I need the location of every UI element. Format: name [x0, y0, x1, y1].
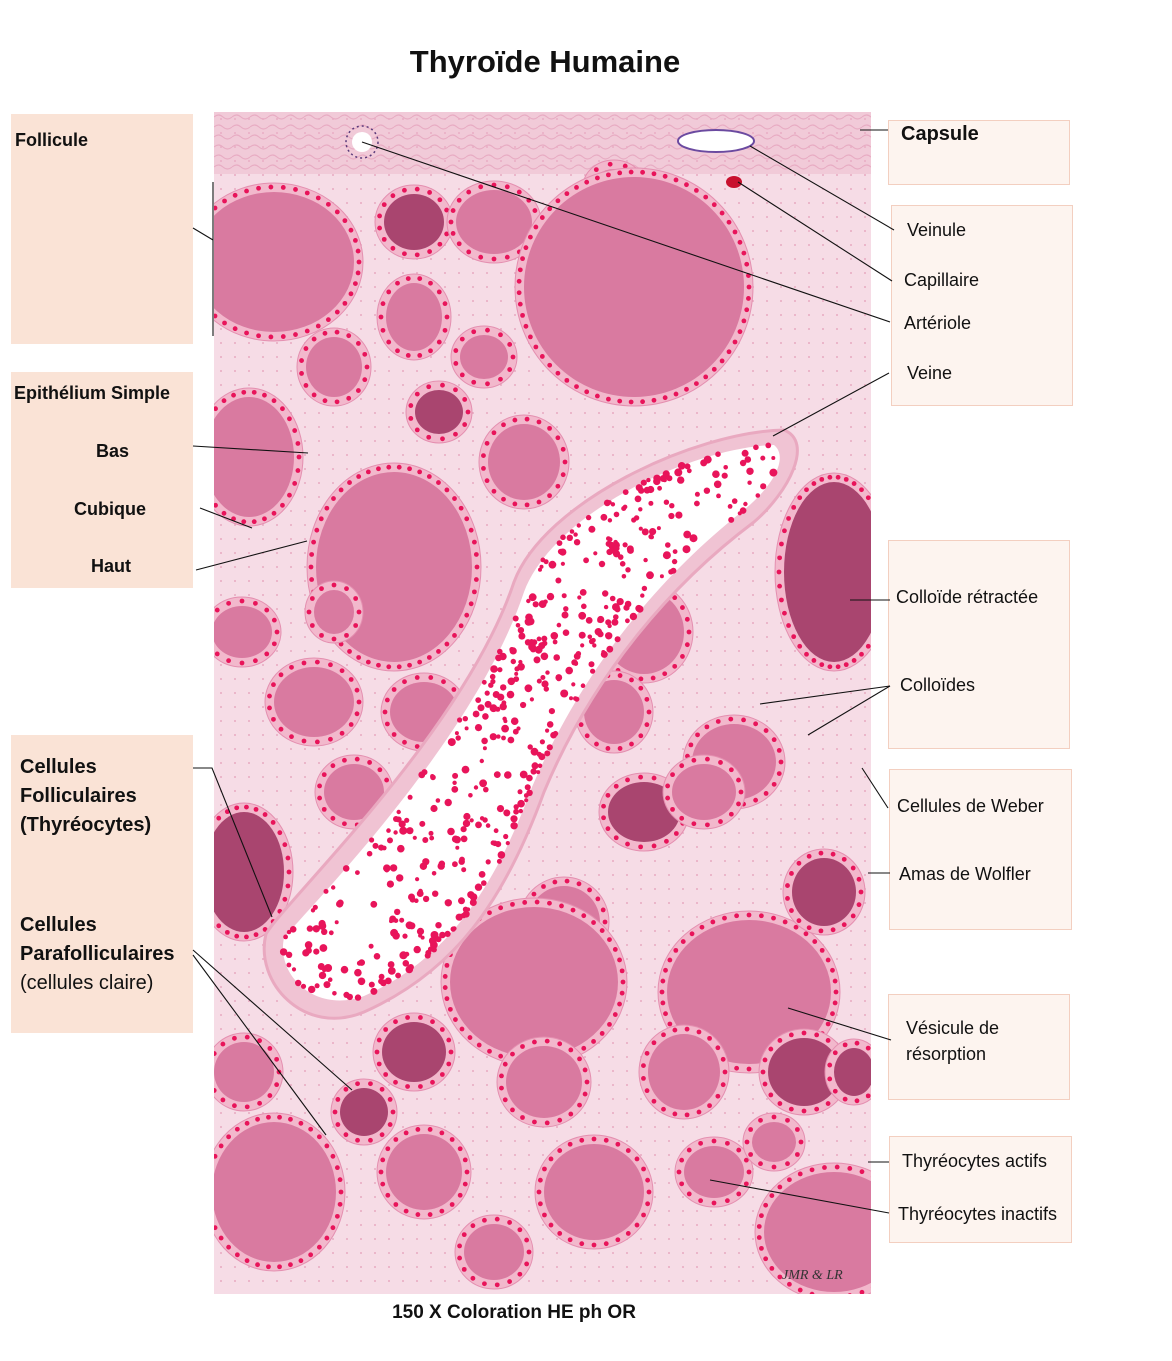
- label-epithelium-simple: Epithélium Simple: [14, 383, 171, 403]
- label-veine: Veine: [907, 363, 953, 383]
- capillaire: [726, 176, 742, 188]
- label-vesicule-2: résorption: [906, 1044, 987, 1064]
- weber-box: [889, 769, 1072, 930]
- thyroid-tissue-illustration: [214, 112, 871, 1294]
- label-thyreocytes-actifs: Thyréocytes actifs: [902, 1151, 1048, 1171]
- leader-follicule: [192, 182, 214, 336]
- author-signature: JMR & LR: [782, 1268, 843, 1283]
- red-blood-cells: [279, 442, 778, 1001]
- label-arteriole: Artériole: [904, 313, 972, 333]
- colloide-box: [888, 540, 1070, 749]
- label-thyreocytes-inactifs: Thyréocytes inactifs: [898, 1204, 1058, 1224]
- label-follicule: Follicule: [15, 130, 89, 150]
- label-folliculaires: Folliculaires: [20, 785, 137, 807]
- veinule: [677, 129, 755, 153]
- label-capsule: Capsule: [901, 123, 979, 145]
- vessels-box: [891, 205, 1073, 406]
- label-colloides: Colloïdes: [900, 675, 976, 695]
- label-veinule: Veinule: [907, 220, 967, 240]
- epithelium-box: [11, 372, 193, 588]
- label-capillaire: Capillaire: [904, 270, 980, 290]
- label-cubique: Cubique: [74, 499, 146, 519]
- label-parafolliculaires: Parafolliculaires: [20, 943, 175, 965]
- vesicule-box: [888, 994, 1070, 1100]
- label-cellules-claire: (cellules claire): [20, 972, 154, 994]
- label-cellules-2: Cellules: [20, 914, 97, 936]
- diagram-title: Thyroïde Humaine: [409, 44, 681, 79]
- label-cellules-1: Cellules: [20, 756, 97, 778]
- label-bas: Bas: [96, 441, 130, 461]
- label-vesicule-1: Vésicule de: [906, 1018, 1000, 1038]
- central-vein-lumen: [282, 445, 780, 1001]
- label-thyreocytes: (Thyréocytes): [20, 814, 152, 836]
- diagram-caption: 150 X Coloration HE ph OR: [392, 1302, 636, 1323]
- cellules-box: [11, 735, 193, 1033]
- follicule-box: [11, 114, 193, 344]
- label-amas-wolfler: Amas de Wolfler: [899, 864, 1031, 884]
- thyreocytes-box: [889, 1136, 1072, 1243]
- label-cellules-weber: Cellules de Weber: [897, 796, 1044, 816]
- capsule-box: [888, 120, 1070, 185]
- label-haut: Haut: [91, 556, 131, 576]
- label-colloide-retractee: Colloïde rétractée: [896, 587, 1039, 607]
